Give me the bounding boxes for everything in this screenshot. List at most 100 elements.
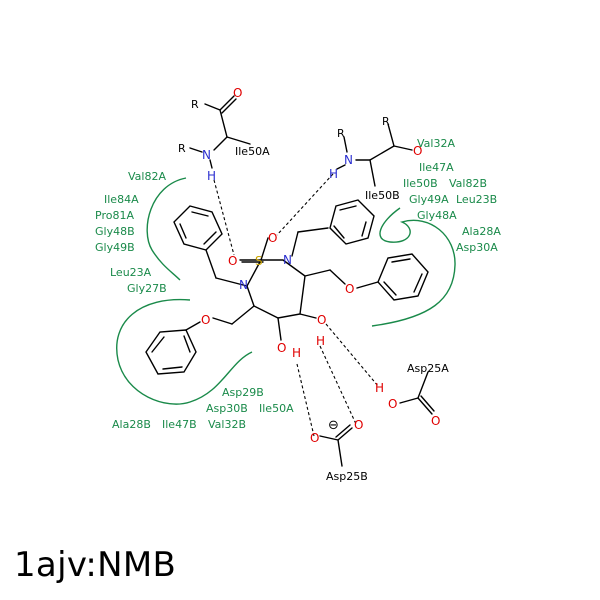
- bond: [417, 371, 429, 399]
- residue-label-ile50b: Ile50B: [403, 177, 438, 190]
- bond: [151, 336, 165, 353]
- bond: [343, 136, 348, 153]
- residue-label-gly27b: Gly27B: [127, 282, 167, 295]
- bond: [336, 164, 346, 170]
- phenyl-ring: [329, 199, 375, 245]
- bond: [185, 321, 201, 331]
- residue-label-ala28a: Ala28A: [462, 225, 501, 238]
- oxygen-atom: O: [310, 431, 319, 445]
- hydrophobic-arc-left-top: [146, 177, 187, 281]
- bond: [291, 231, 299, 257]
- diazepane-ring: [246, 259, 306, 319]
- r-group-label: R: [191, 98, 199, 111]
- bond: [356, 281, 379, 289]
- oxygen-atom: O: [228, 254, 237, 268]
- residue-label-pro81a: Pro81A: [95, 209, 134, 222]
- bond: [231, 305, 255, 325]
- oxygen-atom: O: [388, 397, 397, 411]
- residue-label-val32a: Val32A: [417, 137, 455, 150]
- residue-ile50b-label: Ile50B: [365, 189, 400, 202]
- bond: [205, 249, 217, 279]
- hydrogen-atom: H: [207, 169, 216, 183]
- hbond-nh-right-to-so: [276, 173, 334, 236]
- nitrogen-atom: N: [239, 278, 248, 292]
- residue-label-val82a: Val82A: [128, 170, 166, 183]
- bond: [417, 397, 433, 415]
- nitrogen-atom: N: [202, 148, 211, 162]
- bond: [191, 211, 209, 217]
- r-group-label: R: [178, 142, 186, 155]
- oxygen-atom: O: [233, 86, 242, 100]
- bond: [319, 435, 339, 441]
- r-group-label: R: [337, 127, 345, 140]
- bond: [383, 281, 397, 296]
- bond: [183, 335, 191, 353]
- residue-label-val32b: Val32B: [208, 418, 246, 431]
- bond: [299, 313, 317, 319]
- bond: [333, 225, 345, 239]
- residue-label-asp30b: Asp30B: [206, 402, 248, 415]
- residue-label-val82b: Val82B: [449, 177, 487, 190]
- bond: [260, 237, 269, 261]
- bond: [329, 269, 346, 285]
- hbond-nh-left-to-so: [213, 179, 235, 256]
- hydrogen-atom: H: [375, 381, 384, 395]
- hydrophobic-arc-right: [371, 207, 456, 327]
- bond: [297, 227, 329, 233]
- bond: [162, 366, 183, 370]
- bond: [335, 424, 351, 438]
- bond: [413, 273, 423, 293]
- hydrophobic-arc-left-bottom: [116, 298, 253, 405]
- nitrogen-atom: N: [283, 253, 292, 267]
- bond: [361, 221, 367, 237]
- bond: [277, 317, 282, 341]
- bond: [399, 397, 419, 404]
- hbond-oh2-to-asp25b: [296, 363, 315, 437]
- residue-label-gly49a: Gly49A: [409, 193, 449, 206]
- residue-label-gly49b: Gly49B: [95, 241, 135, 254]
- bond: [203, 231, 217, 245]
- residue-asp25a-label: Asp25A: [407, 362, 449, 375]
- hydrogen-atom: H: [316, 334, 325, 348]
- residue-label-ile47a: Ile47A: [419, 161, 454, 174]
- residue-label-asp30a: Asp30A: [456, 241, 498, 254]
- bond: [393, 145, 413, 151]
- bond: [369, 145, 395, 161]
- bond: [391, 258, 411, 263]
- bond: [337, 439, 343, 467]
- hydrogen-atom: H: [329, 167, 338, 181]
- oxygen-atom: O: [345, 282, 354, 296]
- oxygen-atom: O: [201, 313, 210, 327]
- residue-label-asp29b: Asp29B: [222, 386, 264, 399]
- bond: [304, 269, 331, 277]
- r-group-label: R: [382, 115, 390, 128]
- hbond-oh1-to-asp25b: [319, 345, 357, 425]
- page-title: 1ajv:NMB: [14, 545, 177, 585]
- oxygen-atom: O: [413, 144, 422, 158]
- phenyl-ring: [377, 253, 429, 301]
- negative-charge-icon: ⊖: [328, 418, 339, 433]
- oxygen-atom: O: [431, 414, 440, 428]
- bond: [212, 317, 233, 325]
- bond: [339, 205, 357, 211]
- bond: [337, 427, 353, 441]
- bond: [209, 159, 213, 169]
- bond: [179, 223, 187, 239]
- hbond-oh1-to-asp25a: [325, 323, 379, 387]
- residue-label-ile84a: Ile84A: [104, 193, 139, 206]
- bond: [204, 103, 221, 111]
- bond: [219, 109, 228, 138]
- bond: [369, 159, 376, 187]
- residue-label-ala28b: Ala28B: [112, 418, 151, 431]
- residue-label-leu23a: Leu23A: [110, 266, 152, 279]
- phenyl-ring: [173, 205, 223, 251]
- residue-ile50a-label: Ile50A: [235, 145, 270, 158]
- residue-label-ile47b: Ile47B: [162, 418, 197, 431]
- oxygen-atom: O: [354, 418, 363, 432]
- oxygen-atom: O: [277, 341, 286, 355]
- bond: [189, 147, 203, 153]
- bond: [213, 136, 228, 151]
- bond: [215, 277, 248, 287]
